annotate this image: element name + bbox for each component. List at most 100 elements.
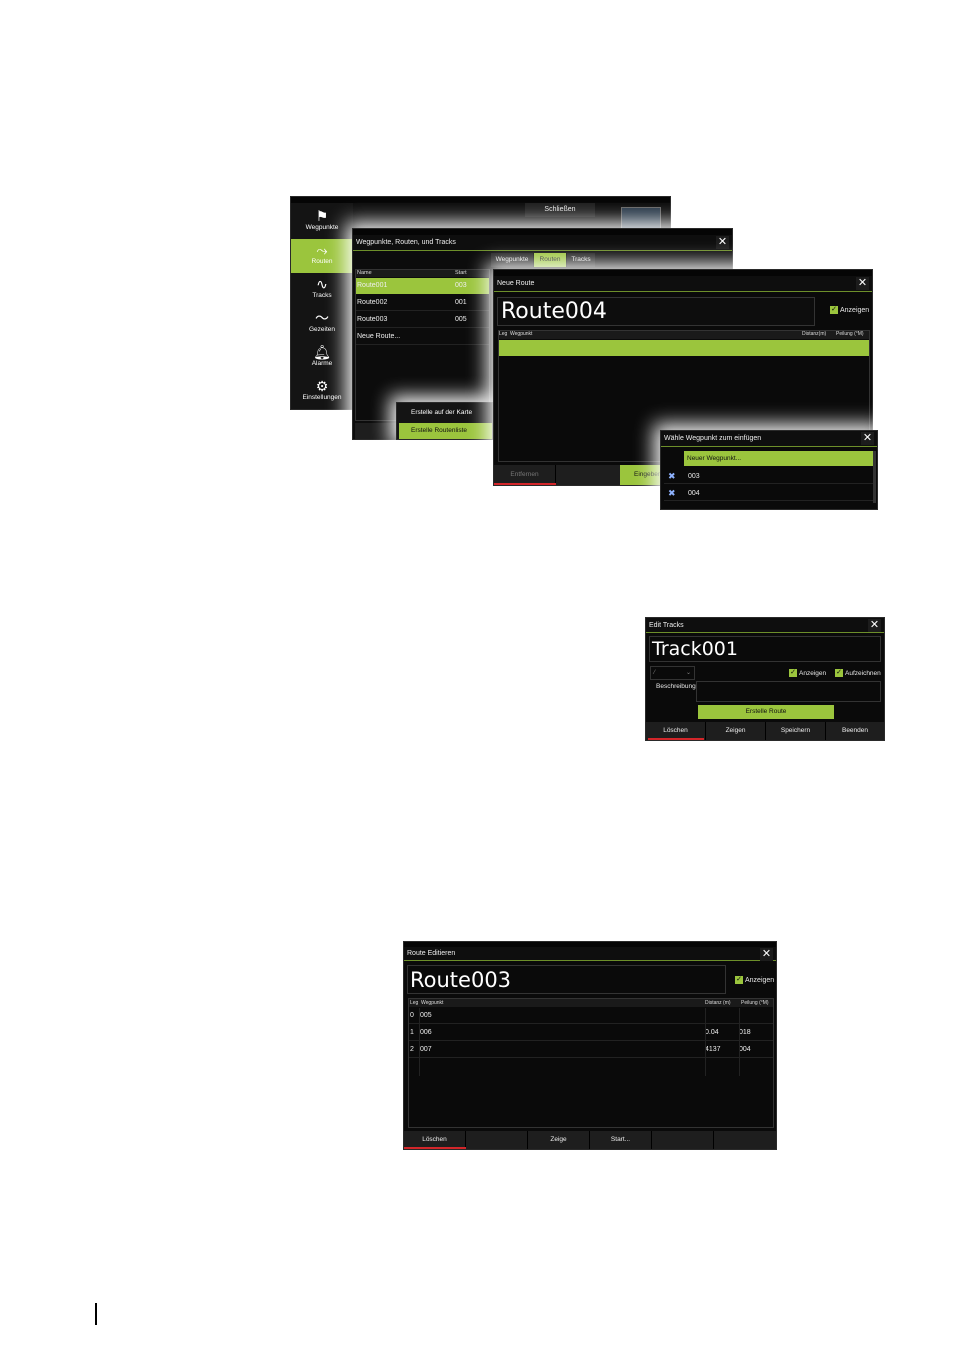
waypoint-name: 003 — [688, 473, 700, 480]
start-button[interactable]: Start... — [590, 1131, 652, 1149]
table-outline — [355, 269, 490, 421]
empty-button[interactable] — [466, 1131, 528, 1149]
delete-button[interactable]: Löschen — [646, 722, 706, 740]
list-item-new-waypoint[interactable]: Neuer Wegpunkt... — [684, 451, 874, 466]
column-divider — [739, 1008, 740, 1076]
close-icon[interactable]: ✕ — [856, 277, 869, 290]
waypoint-cell: 006 — [420, 1029, 432, 1036]
active-indicator — [494, 483, 556, 485]
route-name-value: Route003 — [410, 968, 512, 992]
route-start: 005 — [455, 316, 467, 323]
edit-tracks-title: Edit Tracks — [646, 618, 884, 633]
table-row[interactable]: Route001 003 — [355, 278, 490, 294]
column-header-bearing: Peilung (°M) — [836, 331, 864, 337]
column-divider — [419, 1008, 420, 1076]
dialog-title-text: Route Editieren — [407, 950, 456, 957]
create-route-button[interactable]: Erstelle Route — [698, 705, 834, 719]
distance-cell: 4137 — [705, 1046, 721, 1053]
selected-row[interactable] — [498, 340, 870, 356]
sidebar-item-routen[interactable]: ⤳ Routen — [291, 239, 353, 273]
track-name-field[interactable]: Track001 — [649, 636, 881, 662]
choose-waypoint-title: Wähle Wegpunkt zum einfügen — [661, 431, 877, 447]
sidebar-item-label: Einstellungen — [302, 394, 342, 401]
chevron-down-icon: ⌄ — [685, 670, 691, 676]
sidebar-item-wegpunkte[interactable]: ⚑ Wegpunkte — [291, 205, 353, 239]
remove-button[interactable]: Entfernen — [494, 465, 556, 485]
table-row[interactable]: 2 007 4137 004 — [409, 1042, 773, 1058]
flag-icon: ⚑ — [315, 208, 329, 224]
tab-routen[interactable]: Routen — [534, 253, 566, 267]
dialog-title-text: Wähle Wegpunkt zum einfügen — [664, 435, 762, 442]
menu-item-create-on-chart[interactable]: Erstelle auf der Karte — [411, 409, 473, 416]
show-checkbox[interactable]: ✓Anzeigen — [735, 976, 774, 985]
record-checkbox[interactable]: ✓Aufzeichnen — [835, 669, 881, 678]
bell-icon: 🔔︎ — [313, 344, 331, 360]
close-icon[interactable]: ✕ — [861, 432, 874, 445]
tab-tracks[interactable]: Tracks — [567, 253, 595, 267]
menu-item-create-route-list[interactable]: Erstelle Routenliste — [399, 423, 492, 439]
column-header-waypoint: Wegpunkt — [421, 1000, 444, 1006]
track-name-value: Track001 — [652, 638, 738, 660]
route-start: 001 — [455, 299, 467, 306]
route-name-field[interactable]: Route003 — [407, 965, 726, 994]
leg-cell: 2 — [410, 1046, 414, 1053]
route-name-field[interactable]: Route004 — [497, 297, 815, 326]
show-label: Anzeigen — [745, 977, 775, 984]
close-icon[interactable]: ✕ — [760, 948, 773, 961]
save-button[interactable]: Speichern — [766, 722, 826, 740]
route-name-value: Route004 — [501, 299, 607, 324]
waypoint-icon: ✖ — [668, 471, 676, 481]
dialog-title-text: Wegpunkte, Routen, und Tracks — [356, 239, 456, 246]
show-label: Anzeigen — [840, 307, 870, 314]
close-icon[interactable]: ✕ — [868, 619, 881, 632]
leg-cell: 1 — [410, 1029, 414, 1036]
button-bar: Löschen Zeigen Speichern Beenden — [646, 722, 884, 740]
sidebar-item-tracks[interactable]: ∿ Tracks — [291, 273, 353, 307]
route-name: Route003 — [357, 316, 388, 323]
sidebar-item-alarme[interactable]: 🔔︎ Alarme — [291, 341, 353, 375]
table-header: Leg Wegpunkt Distanz (m) Peilung (°M) — [409, 999, 773, 1007]
scrollbar[interactable] — [873, 451, 876, 503]
leg-cell: 0 — [410, 1012, 414, 1019]
column-header-start: Start — [455, 270, 467, 276]
sidebar-item-gezeiten[interactable]: 〜 Gezeiten — [291, 307, 353, 341]
description-field[interactable] — [696, 681, 881, 702]
show-button[interactable]: Zeigen — [706, 722, 766, 740]
bearing-cell: 018 — [739, 1029, 751, 1036]
list-item[interactable]: ✖ 003 — [664, 469, 874, 484]
margin-bar — [95, 1303, 97, 1325]
new-route-title: Neue Route — [494, 276, 872, 292]
list-item[interactable]: ✖ 004 — [664, 486, 874, 501]
close-icon[interactable]: ✕ — [716, 236, 729, 249]
waypoint-cell: 005 — [420, 1012, 432, 1019]
show-label: Anzeigen — [799, 670, 827, 677]
sidebar-item-einstellungen[interactable]: ⚙ Einstellungen — [291, 375, 353, 409]
table-row[interactable]: Route003 005 — [355, 312, 490, 328]
table-row[interactable]: Route002 001 — [355, 295, 490, 311]
column-divider — [705, 1008, 706, 1076]
table-row[interactable]: 0 005 — [409, 1008, 773, 1024]
table-header: Leg Wegpunkt Distanz(m) Peilung (°M) — [498, 330, 870, 339]
table-row[interactable]: Neue Route... — [355, 329, 490, 345]
delete-button[interactable]: Löschen — [404, 1131, 466, 1149]
show-checkbox[interactable]: ✓Anzeigen — [830, 306, 869, 316]
table-header: Name Start — [355, 269, 490, 277]
tide-icon: 〜 — [315, 310, 329, 326]
close-button[interactable]: Schließen — [525, 203, 595, 217]
description-label: Beschreibung — [656, 683, 696, 690]
waypoint-icon: ✖ — [668, 488, 676, 498]
route-icon: ⤳ — [316, 242, 328, 258]
route-name: Route001 — [357, 282, 388, 289]
color-select[interactable]: ⁄⌄ — [650, 666, 695, 680]
route-name: Neue Route... — [357, 333, 401, 340]
table-outline — [408, 998, 774, 1128]
show-button[interactable]: Zeige — [528, 1131, 590, 1149]
table-row[interactable]: 1 006 0.04 018 — [409, 1025, 773, 1041]
show-checkbox[interactable]: ✓Anzeigen — [789, 669, 826, 678]
checkmark-icon: ✓ — [789, 669, 797, 678]
empty-button[interactable] — [652, 1131, 714, 1149]
column-header-waypoint: Wegpunkt — [510, 331, 533, 337]
finish-button[interactable]: Beenden — [841, 727, 869, 734]
tab-wegpunkte[interactable]: Wegpunkte — [491, 253, 533, 267]
chart-thumbnail[interactable] — [621, 207, 661, 229]
